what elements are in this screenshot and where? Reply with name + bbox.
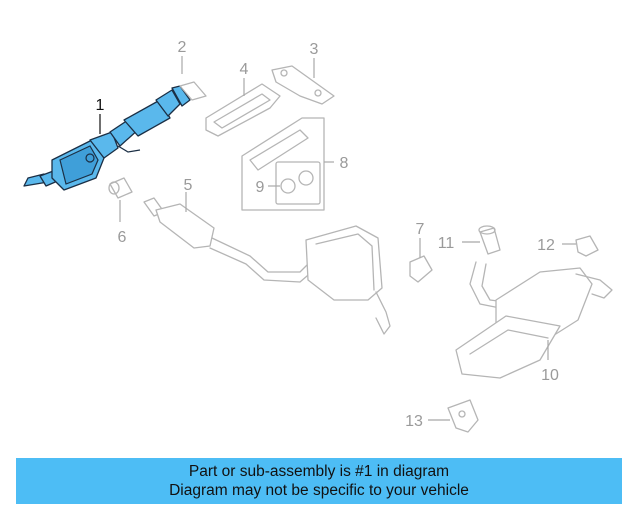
part-2-gasket[interactable] xyxy=(179,81,207,101)
banner-line-disclaimer: Diagram may not be specific to your vehi… xyxy=(169,482,469,499)
callout-10[interactable]: 10 xyxy=(541,367,559,384)
part-4-heat-shield[interactable] xyxy=(205,83,281,137)
exhaust-parts-diagram: 1 2 3 4 5 6 7 8 9 10 11 12 13 xyxy=(23,39,613,433)
part-6-clamp[interactable] xyxy=(108,177,133,199)
part-3-bracket[interactable] xyxy=(271,65,335,105)
part-8-hanger-kit-box[interactable] xyxy=(241,117,325,211)
callout-7[interactable]: 7 xyxy=(416,221,425,238)
part-5-intermediate-pipe[interactable] xyxy=(143,197,315,283)
part-13-bracket[interactable] xyxy=(447,399,479,433)
callout-5[interactable]: 5 xyxy=(184,177,193,194)
banner-line-part: Part or sub-assembly is #1 in diagram xyxy=(188,463,450,480)
callout-3[interactable]: 3 xyxy=(310,41,319,58)
callout-2[interactable]: 2 xyxy=(178,39,187,56)
callout-12[interactable]: 12 xyxy=(537,237,555,254)
part-1-catalytic-converter-pipe[interactable] xyxy=(23,85,191,191)
info-banner: Part or sub-assembly is #1 in diagram Di… xyxy=(16,458,622,504)
callout-4[interactable]: 4 xyxy=(240,61,249,78)
callout-6[interactable]: 6 xyxy=(118,229,127,246)
part-10-rear-muffler[interactable] xyxy=(455,261,613,379)
part-7-hanger[interactable] xyxy=(409,255,433,283)
part-11-connector[interactable] xyxy=(478,225,501,255)
callout-13[interactable]: 13 xyxy=(405,413,423,430)
callout-1[interactable]: 1 xyxy=(96,97,105,114)
part-9-hangers[interactable] xyxy=(280,170,314,194)
part-12-hanger[interactable] xyxy=(575,235,599,257)
muffler[interactable] xyxy=(305,225,391,335)
callout-8[interactable]: 8 xyxy=(340,155,349,172)
callout-9[interactable]: 9 xyxy=(256,179,265,196)
callout-11[interactable]: 11 xyxy=(438,235,455,252)
